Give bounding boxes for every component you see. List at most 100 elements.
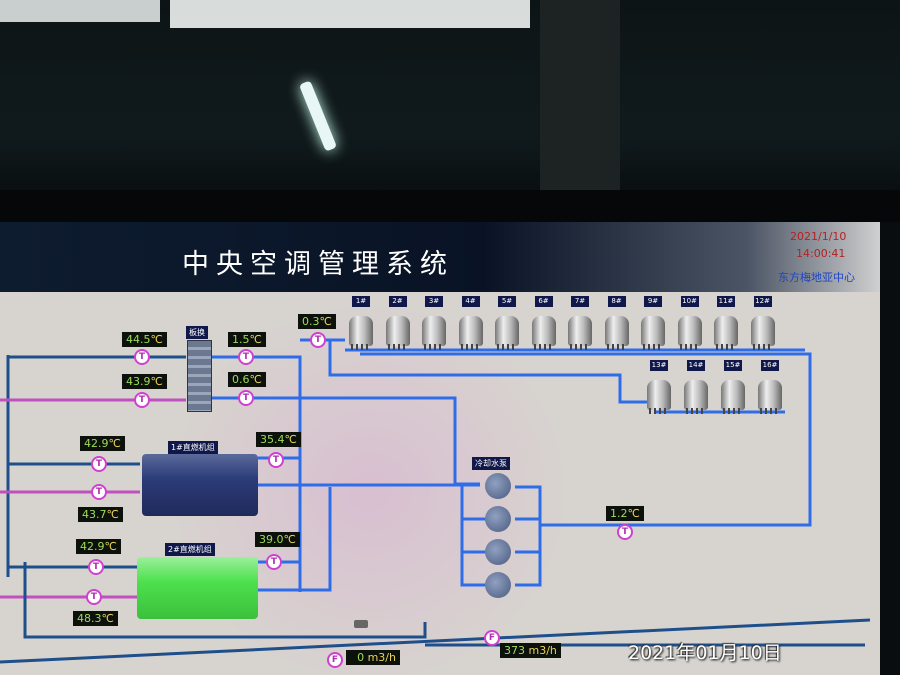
tower-legs	[716, 344, 736, 350]
cooling-tower[interactable]	[638, 308, 668, 350]
tower-legs	[760, 408, 780, 414]
cooling-tower[interactable]	[681, 372, 711, 414]
cooling-tower[interactable]	[383, 308, 413, 350]
tower-body	[385, 316, 410, 346]
pump-icon[interactable]	[485, 473, 511, 499]
monitor-bezel	[0, 190, 900, 225]
cooling-tower-label: 16#	[761, 360, 779, 371]
hx-in-top-temp: 44.5℃	[122, 332, 167, 347]
heat-exchanger-label: 板换	[186, 326, 208, 339]
tower-body	[721, 380, 745, 410]
pump-return-temp: 1.2℃	[606, 506, 644, 521]
tower-legs	[424, 344, 444, 350]
cooling-tower[interactable]	[602, 308, 632, 350]
temp-sensor-icon[interactable]: T	[617, 524, 633, 540]
flow-sensor-icon[interactable]: F	[327, 652, 343, 668]
tower-legs	[351, 344, 371, 350]
tower-body	[758, 380, 782, 410]
cooling-tower-label: 13#	[650, 360, 668, 371]
flow-sensor-icon[interactable]: F	[484, 630, 500, 646]
room-background	[0, 0, 900, 225]
cooling-tower[interactable]	[711, 308, 741, 350]
tower-legs	[460, 344, 481, 350]
cooling-tower-label: 4#	[461, 296, 480, 307]
chiller2-out-temp: 48.3℃	[73, 611, 118, 626]
temp-sensor-icon[interactable]: T	[134, 349, 150, 365]
cooling-tower-label: 12#	[753, 296, 772, 307]
temp-sensor-icon[interactable]: T	[238, 349, 254, 365]
tower-body	[604, 316, 629, 346]
pump-icon[interactable]	[485, 506, 511, 532]
chiller1-label: 1#直燃机组	[168, 441, 218, 454]
cooling-tower[interactable]	[748, 308, 778, 350]
cooling-tower[interactable]	[456, 308, 486, 350]
cooling-tower[interactable]	[565, 308, 595, 350]
chiller1-unit[interactable]	[142, 454, 258, 516]
pipe-network	[0, 338, 871, 664]
valve-icon[interactable]	[354, 620, 368, 628]
temp-sensor-icon[interactable]: T	[268, 452, 284, 468]
temp-sensor-icon[interactable]: T	[238, 390, 254, 406]
tower-body	[750, 316, 775, 346]
cooling-tower[interactable]	[755, 372, 785, 414]
cooling-tower-label: 1#	[352, 296, 370, 307]
cooling-tower-label: 7#	[571, 296, 589, 307]
pump-icon[interactable]	[485, 539, 511, 565]
tower-legs	[752, 344, 773, 350]
cooling-tower-label: 14#	[687, 360, 705, 371]
tower-body	[495, 316, 519, 346]
cooling-pumps-label: 冷却水泵	[472, 457, 510, 470]
cooling-tower[interactable]	[529, 308, 559, 350]
cooling-tower-label: 6#	[534, 296, 553, 307]
heat-exchanger[interactable]	[187, 340, 212, 412]
temp-sensor-icon[interactable]: T	[88, 559, 104, 575]
chiller1-out-temp: 43.7℃	[78, 507, 123, 522]
tower-body	[458, 316, 483, 346]
temp-sensor-icon[interactable]: T	[310, 332, 326, 348]
temp-sensor-icon[interactable]: T	[134, 392, 150, 408]
wall-paper	[0, 0, 160, 22]
organization-name: 东方梅地亚中心	[778, 271, 855, 284]
hx-out-bottom-temp: 0.6℃	[228, 372, 266, 387]
cooling-tower[interactable]	[675, 308, 705, 350]
cooling-tower[interactable]	[419, 308, 449, 350]
temp-sensor-icon[interactable]: T	[91, 484, 107, 500]
flow2-readout: 373 m3/h	[500, 643, 561, 658]
temp-sensor-icon[interactable]: T	[91, 456, 107, 472]
tower-supply-temp: 0.3℃	[298, 314, 336, 329]
tower-body	[422, 316, 446, 346]
tower-body	[531, 316, 556, 346]
tower-legs	[570, 344, 590, 350]
tower-legs	[497, 344, 517, 350]
tower-body	[641, 316, 665, 346]
chiller1-cond-temp: 35.4℃	[256, 432, 301, 447]
page-title: 中央空调管理系统	[182, 249, 454, 280]
tower-legs	[649, 408, 669, 414]
chiller2-in-temp: 42.9℃	[76, 539, 121, 554]
cooling-tower[interactable]	[644, 372, 674, 414]
monitor-edge	[880, 222, 900, 675]
header-time: 14:00:41	[796, 247, 846, 260]
tower-body	[684, 380, 708, 410]
hx-in-bottom-temp: 43.9℃	[122, 374, 167, 389]
cooling-tower[interactable]	[718, 372, 748, 414]
tower-body	[647, 380, 671, 410]
cooling-tower[interactable]	[492, 308, 522, 350]
cooling-tower-label: 2#	[388, 296, 407, 307]
header: 中央空调管理系统 2021/1/10 14:00:41 东方梅地亚中心	[0, 222, 880, 292]
temp-sensor-icon[interactable]: T	[86, 589, 102, 605]
wall-paper	[170, 0, 530, 28]
scada-screen: 中央空调管理系统 2021/1/10 14:00:41 东方梅地亚中心	[0, 222, 880, 675]
chiller2-label: 2#直燃机组	[165, 543, 215, 556]
temp-sensor-icon[interactable]: T	[266, 554, 282, 570]
tower-legs	[606, 344, 627, 350]
chiller1-in-temp: 42.9℃	[80, 436, 125, 451]
flow1-readout: 0 m3/h	[346, 650, 400, 665]
photo-timestamp: 2021年01月10日	[628, 642, 782, 664]
header-date: 2021/1/10	[790, 230, 847, 243]
chiller2-unit[interactable]	[137, 557, 258, 619]
tower-body	[568, 316, 592, 346]
pump-icon[interactable]	[485, 572, 511, 598]
tower-legs	[643, 344, 663, 350]
cooling-tower[interactable]	[346, 308, 376, 350]
